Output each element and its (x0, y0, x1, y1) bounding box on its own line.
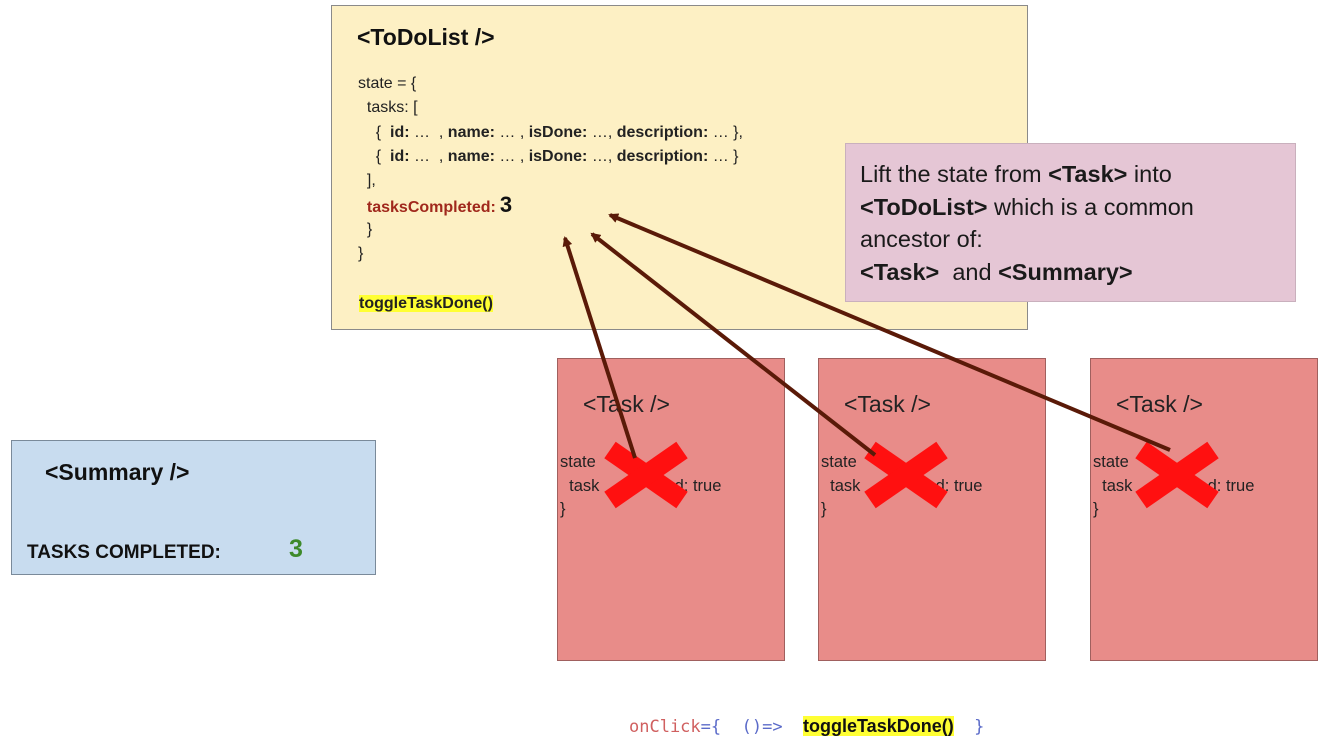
task-code-line: } (821, 500, 827, 518)
task-state-code: state task ed: true } (560, 451, 721, 522)
task-code-line: state (560, 453, 596, 471)
brace: { (358, 147, 391, 165)
summary-value: 3 (289, 535, 303, 563)
key-isdone: isDone: (528, 123, 588, 141)
lift-state-callout: Lift the state from <Task> into <ToDoLis… (845, 143, 1296, 302)
tasks-open: tasks: [ (358, 99, 418, 117)
state-close: } (358, 245, 364, 263)
val-id: … , (409, 147, 448, 165)
callout-todolist-tag: <ToDoList> (860, 193, 988, 220)
task-code-fragment: task (560, 476, 600, 495)
callout-task-tag: <Task> (860, 258, 940, 285)
callout-summary-tag: <Summary> (998, 258, 1133, 285)
tasks-completed-line: tasksCompleted:3 (358, 193, 743, 217)
onclick-brace-close: } (953, 717, 985, 737)
task-code-line: } (560, 500, 566, 518)
task-state-code: state task ed: true } (821, 451, 982, 522)
state-open: state = { (358, 75, 417, 92)
callout-text: ancestor of: (860, 226, 983, 252)
task-box-3: <Task /> state task ed: true } (1090, 358, 1318, 661)
key-id: id: (390, 147, 410, 165)
val-description: … } (708, 147, 739, 165)
callout-text: which is a common (987, 193, 1194, 220)
callout-text: Lift the state from (860, 161, 1049, 187)
summary-box: <Summary /> TASKS COMPLETED: 3 (11, 440, 376, 575)
onclick-arrow: ()=> (721, 717, 804, 737)
key-isdone: isDone: (528, 147, 588, 165)
task-code-fragment: task (1093, 476, 1133, 495)
task-code-line: state (821, 453, 857, 471)
key-description: description: (616, 147, 709, 165)
task-box-2: <Task /> state task ed: true } (818, 358, 1046, 661)
task-title: <Task /> (1116, 391, 1203, 417)
tasks-close: ], (358, 172, 376, 190)
key-name: name: (447, 123, 495, 141)
task-code-line: } (1093, 500, 1099, 518)
callout-task-tag: <Task> (1048, 161, 1128, 187)
summary-title: <Summary /> (45, 459, 190, 485)
onclick-keyword: onClick (629, 717, 701, 737)
task-item-2: { id: … , name: … , isDone: …, descripti… (358, 145, 743, 169)
key-name: name: (447, 147, 495, 165)
val-name: … , (494, 123, 529, 141)
task-code-fragment: ed: true (1198, 476, 1255, 495)
task-code-line: state (1093, 453, 1129, 471)
task-code-fragment: ed: true (665, 476, 722, 495)
task-box-1: <Task /> state task ed: true } (557, 358, 785, 661)
toggle-task-done-fn: toggleTaskDone() (359, 295, 493, 313)
task-title: <Task /> (844, 391, 931, 417)
onclick-brace: ={ (700, 717, 722, 737)
val-isdone: …, (587, 147, 617, 165)
callout-text: and (939, 258, 999, 285)
task-code-line: task ed: true (821, 475, 982, 499)
val-id: … , (409, 123, 448, 141)
task-code-fragment: ed: true (926, 476, 983, 495)
callout-text: into (1127, 161, 1172, 187)
inner-close: } (358, 220, 373, 238)
onclick-handler-code: onClick={ ()=> toggleTaskDone() } (629, 716, 984, 737)
task-title: <Task /> (583, 391, 670, 417)
tasks-completed-value: 3 (499, 192, 513, 218)
todolist-state-code: state = { tasks: [ { id: … , name: … , i… (358, 72, 743, 266)
todolist-title: <ToDoList /> (357, 24, 495, 50)
toggle-task-done-label: toggleTaskDone() (359, 295, 493, 312)
val-isdone: …, (587, 123, 617, 141)
task-item-1: { id: … , name: … , isDone: …, descripti… (358, 121, 743, 145)
task-code-line: task ed: true (1093, 475, 1254, 499)
val-name: … , (494, 147, 529, 165)
brace: { (358, 123, 391, 141)
task-code-line: task ed: true (560, 475, 721, 499)
key-description: description: (616, 123, 709, 141)
summary-label: TASKS COMPLETED: (27, 542, 221, 563)
tasks-completed-label: tasksCompleted: (366, 199, 496, 217)
task-state-code: state task ed: true } (1093, 451, 1254, 522)
key-id: id: (390, 123, 410, 141)
onclick-toggle-fn: toggleTaskDone() (803, 716, 954, 736)
task-code-fragment: task (821, 476, 861, 495)
val-description: … }, (708, 123, 743, 141)
